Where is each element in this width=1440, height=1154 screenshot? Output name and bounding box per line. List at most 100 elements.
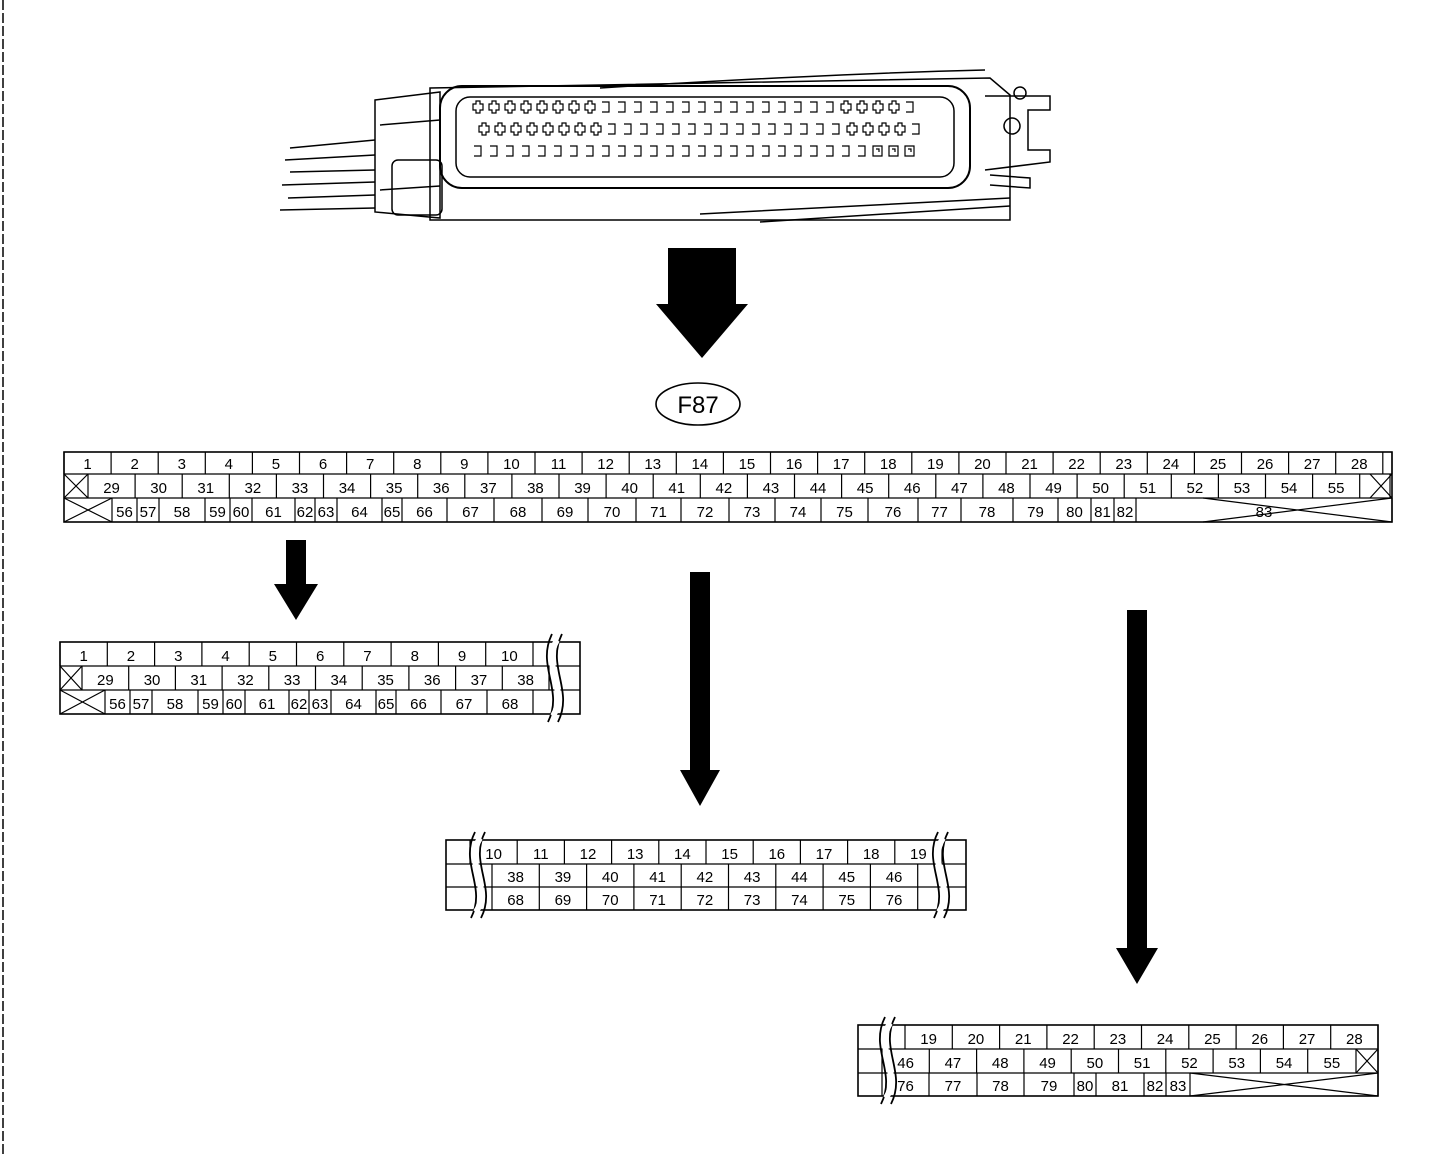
pin-number: 12 bbox=[580, 846, 597, 863]
cavity-large bbox=[520, 100, 532, 114]
pin-number: 17 bbox=[816, 846, 833, 863]
pin-number: 42 bbox=[716, 480, 733, 497]
cavity-small bbox=[912, 123, 920, 135]
cavity-small bbox=[608, 123, 616, 135]
pinout-frame bbox=[59, 641, 581, 715]
cavity-large bbox=[510, 122, 522, 136]
pin-number: 53 bbox=[1228, 1055, 1245, 1072]
pin-number: 9 bbox=[458, 648, 466, 665]
cavity-large bbox=[488, 100, 500, 114]
pin-number: 3 bbox=[174, 648, 182, 665]
pin-number: 1 bbox=[79, 648, 87, 665]
cavity-large bbox=[888, 100, 900, 114]
pin-number: 41 bbox=[649, 869, 666, 886]
pin-number: 67 bbox=[456, 696, 473, 713]
pin-number: 52 bbox=[1181, 1055, 1198, 1072]
pin-number: 9 bbox=[460, 456, 468, 473]
pin-number: 44 bbox=[791, 869, 808, 886]
pin-number: 29 bbox=[103, 480, 120, 497]
pin-number: 36 bbox=[424, 672, 441, 689]
pin-number: 46 bbox=[886, 869, 903, 886]
pin-number: 58 bbox=[174, 504, 191, 521]
pin-number: 79 bbox=[1041, 1078, 1058, 1095]
pin-number: 56 bbox=[116, 504, 133, 521]
cavity-small bbox=[720, 123, 728, 135]
pin-number: 66 bbox=[410, 696, 427, 713]
cavity-small bbox=[490, 145, 498, 157]
cavity-small bbox=[666, 101, 674, 113]
pin-number: 62 bbox=[291, 696, 308, 713]
cavity-large bbox=[846, 122, 858, 136]
break-symbol bbox=[942, 831, 950, 919]
pin-number: 6 bbox=[316, 648, 324, 665]
cavity-small bbox=[714, 101, 722, 113]
cavity-keyed bbox=[888, 145, 899, 157]
pin-number: 14 bbox=[674, 846, 691, 863]
cavity-small bbox=[762, 145, 770, 157]
pin-number: 30 bbox=[150, 480, 167, 497]
connector-label-ellipse bbox=[655, 382, 741, 426]
pin-number: 35 bbox=[386, 480, 403, 497]
pin-number: 16 bbox=[786, 456, 803, 473]
cavity-small bbox=[778, 145, 786, 157]
pin-number: 22 bbox=[1068, 456, 1085, 473]
cavity-small bbox=[474, 145, 482, 157]
cavity-large bbox=[878, 122, 890, 136]
cavity-small bbox=[522, 145, 530, 157]
unused-cavity-mark bbox=[1189, 1072, 1379, 1097]
pin-number: 64 bbox=[351, 504, 368, 521]
pin-number: 12 bbox=[597, 456, 614, 473]
pin-number: 28 bbox=[1351, 456, 1368, 473]
pin-number: 55 bbox=[1324, 1055, 1341, 1072]
pin-number: 17 bbox=[833, 456, 850, 473]
pin-number: 45 bbox=[838, 869, 855, 886]
pin-number: 80 bbox=[1066, 504, 1083, 521]
cavity-small bbox=[832, 123, 840, 135]
cavity-small bbox=[826, 101, 834, 113]
cavity-small bbox=[752, 123, 760, 135]
cavity-small bbox=[570, 145, 578, 157]
cavity-small bbox=[698, 145, 706, 157]
pin-number: 54 bbox=[1281, 480, 1298, 497]
pin-number: 72 bbox=[697, 504, 714, 521]
pin-number: 47 bbox=[945, 1055, 962, 1072]
break-symbol bbox=[879, 1016, 887, 1105]
pin-number: 75 bbox=[838, 892, 855, 909]
pin-number: 30 bbox=[144, 672, 161, 689]
break-symbol bbox=[546, 633, 554, 723]
cavity-small bbox=[736, 123, 744, 135]
cavity-small bbox=[816, 123, 824, 135]
pin-number: 18 bbox=[863, 846, 880, 863]
pin-number: 24 bbox=[1163, 456, 1180, 473]
cavity-small bbox=[762, 101, 770, 113]
pin-number: 56 bbox=[109, 696, 126, 713]
pin-number: 20 bbox=[968, 1031, 985, 1048]
pin-number: 45 bbox=[857, 480, 874, 497]
break-symbol-gap bbox=[934, 836, 948, 914]
cavity-small bbox=[640, 123, 648, 135]
cavity-small bbox=[688, 123, 696, 135]
pin-number: 77 bbox=[931, 504, 948, 521]
pin-number: 82 bbox=[1117, 504, 1134, 521]
pin-number: 1 bbox=[83, 456, 91, 473]
pinout-frame bbox=[63, 451, 1393, 523]
pin-number: 4 bbox=[225, 456, 233, 473]
pin-number: 32 bbox=[237, 672, 254, 689]
pin-number: 13 bbox=[644, 456, 661, 473]
pin-number: 83 bbox=[1170, 1078, 1187, 1095]
unused-cavity-mark bbox=[1355, 1048, 1379, 1074]
break-symbol-gap bbox=[881, 1021, 895, 1100]
pin-number: 72 bbox=[697, 892, 714, 909]
detail-middle-arrow-icon bbox=[680, 572, 720, 806]
cavity-small bbox=[586, 145, 594, 157]
cavity-small bbox=[634, 101, 642, 113]
break-symbol bbox=[889, 1016, 897, 1105]
connector-drawing bbox=[279, 69, 1051, 223]
pin-number: 38 bbox=[517, 672, 534, 689]
pin-number: 81 bbox=[1112, 1078, 1129, 1095]
cavity-small bbox=[634, 145, 642, 157]
pin-number: 27 bbox=[1299, 1031, 1316, 1048]
cavity-small bbox=[794, 145, 802, 157]
cavity-small bbox=[650, 145, 658, 157]
